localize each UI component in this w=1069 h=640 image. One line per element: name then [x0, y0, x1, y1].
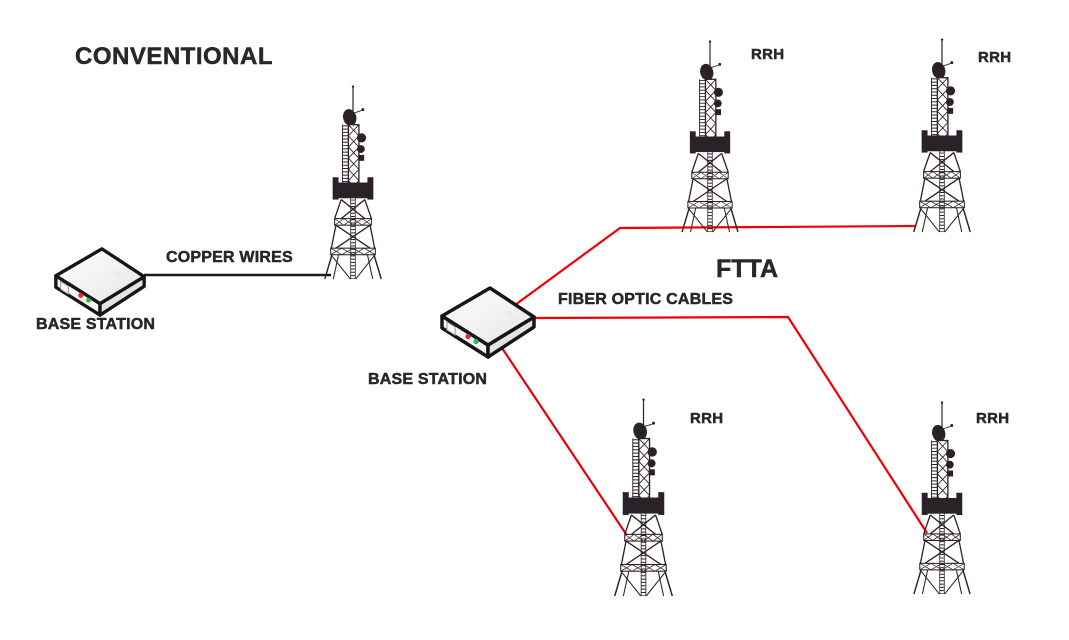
fiber-optic-cables-label: FIBER OPTIC CABLES — [558, 291, 734, 308]
ftta-title: FTTA — [716, 255, 779, 283]
fiber-cable-right — [529, 315, 928, 534]
cell-tower-rrh-top-right — [909, 37, 975, 234]
cell-tower-rrh-bottom-left — [610, 397, 677, 598]
rrh-label-top-left: RRH — [751, 46, 785, 63]
conventional-title: CONVENTIONAL — [75, 43, 273, 70]
cell-tower-conventional — [320, 84, 386, 281]
rrh-label-bottom-left: RRH — [690, 410, 724, 427]
rrh-label-bottom-right: RRH — [976, 410, 1010, 427]
cell-tower-rrh-bottom-right — [909, 400, 975, 596]
base-station-conventional-icon — [52, 245, 148, 318]
rrh-label-top-right: RRH — [978, 49, 1012, 66]
base-station-label-ftta: BASE STATION — [368, 371, 488, 388]
fiber-cable-bottom-left — [497, 341, 629, 538]
cell-tower-rrh-top-left — [677, 39, 743, 234]
fiber-cable-top — [514, 224, 917, 306]
base-station-ftta-icon — [438, 284, 538, 360]
base-station-label-conventional: BASE STATION — [36, 316, 156, 333]
copper-wires-label: COPPER WIRES — [166, 249, 293, 266]
